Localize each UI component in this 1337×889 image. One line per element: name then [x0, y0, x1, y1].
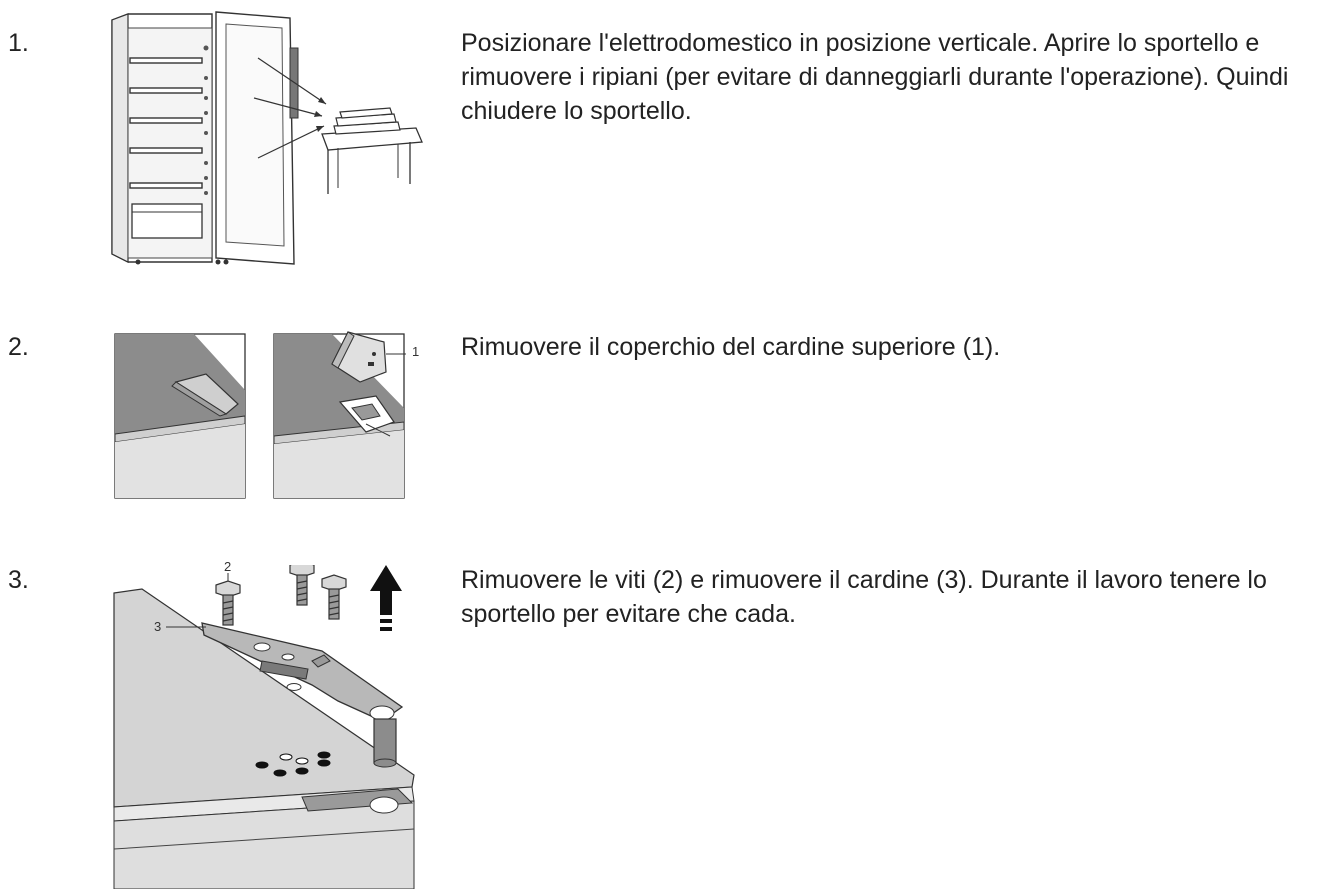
step-instruction: Rimuovere il coperchio del cardine super…: [461, 333, 1001, 361]
step-instruction: Posizionare l'elettrodomestico in posizi…: [461, 29, 1289, 125]
callout-1-label: 1: [412, 344, 420, 359]
step-instruction: Rimuovere le viti (2) e rimuovere il car…: [461, 566, 1267, 628]
hinge-cover-illustration: [114, 324, 414, 500]
callout-3-label: 3: [154, 619, 162, 634]
fridge-illustration: [108, 8, 428, 268]
hinge-screws-illustration: [112, 565, 424, 889]
step-number: 1.: [8, 29, 29, 57]
step-number: 2.: [8, 333, 29, 361]
step-number: 3.: [8, 566, 29, 594]
callout-2-label: 2: [224, 559, 232, 574]
